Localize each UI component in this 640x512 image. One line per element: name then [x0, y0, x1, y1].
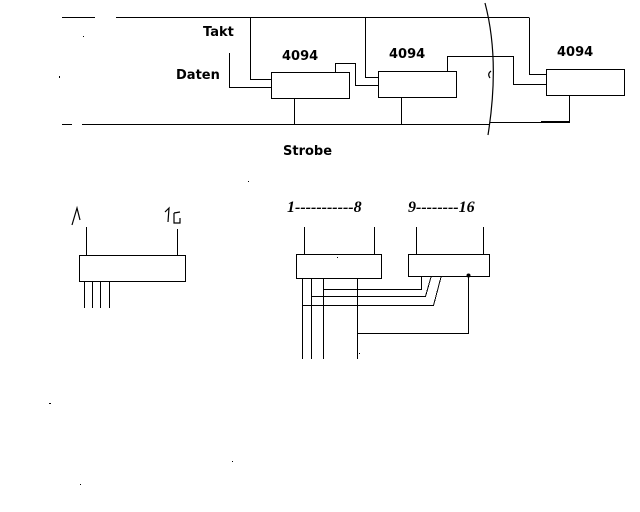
data-label: Daten — [176, 68, 220, 83]
chip1-to-chip2-serial — [335, 63, 378, 86]
chip-3: 4094 — [546, 45, 625, 96]
chip-2: 4094 — [378, 47, 457, 98]
arc-tick — [488, 70, 492, 79]
clock-label: Takt — [203, 25, 234, 40]
pin-16-glyph — [164, 206, 181, 224]
chip-1: 4094 — [271, 49, 350, 99]
data-line — [229, 53, 271, 88]
chip-1-label: 4094 — [282, 49, 318, 64]
range-1-8-label: 1-----------8 — [287, 199, 362, 216]
lower-left-module — [71, 205, 186, 308]
chip2-to-chip3-serial — [447, 56, 546, 85]
chip-3-label: 4094 — [557, 45, 593, 60]
lower-right-modules: 1-----------8 9--------16 — [287, 199, 490, 359]
range-9-16-label: 9--------16 — [408, 199, 475, 216]
stray-specks — [49, 36, 360, 485]
strobe-bus — [62, 95, 570, 125]
strobe-label: Strobe — [283, 144, 332, 159]
junction-dot — [466, 273, 471, 278]
clock-bus — [62, 17, 546, 80]
chip-2-label: 4094 — [389, 47, 425, 62]
pin-1-glyph — [71, 205, 81, 226]
hand-drawn-arc — [484, 2, 494, 136]
